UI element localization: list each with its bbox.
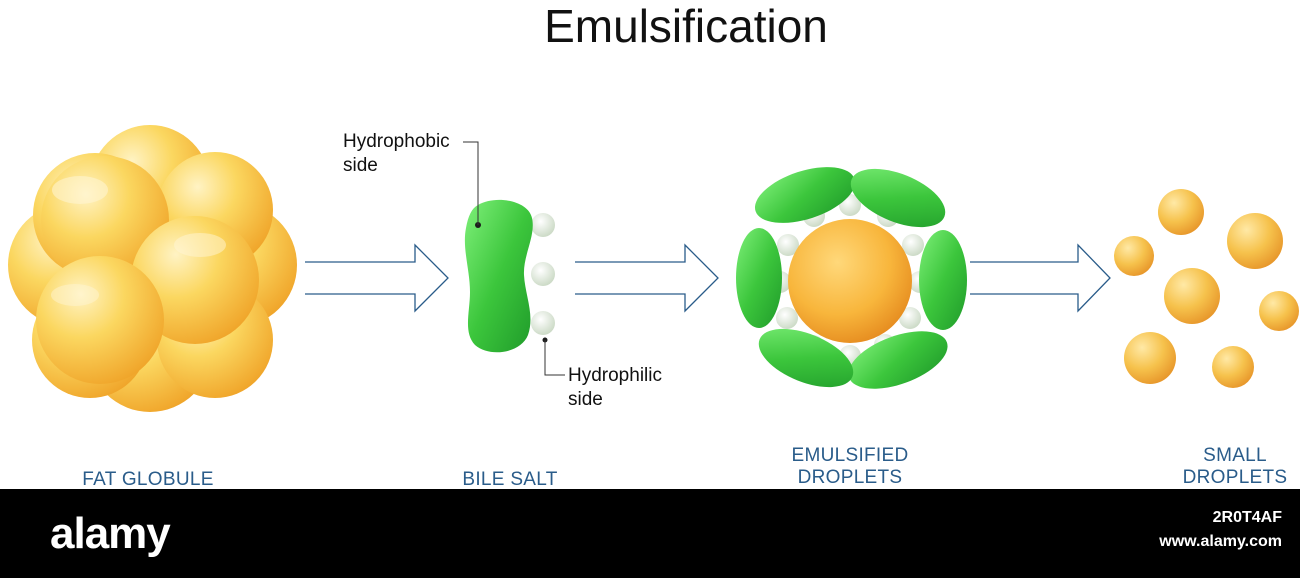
hydrophilic-leader	[544, 340, 565, 376]
emulsified-droplet	[736, 167, 967, 389]
diagram-illustration	[8, 125, 1299, 412]
hydrophobic-leader	[463, 141, 479, 225]
diagram-title: Emulsification	[544, 0, 828, 52]
fat-globule	[8, 125, 297, 412]
small-droplets	[1114, 189, 1299, 388]
image-id: 2R0T4AF	[1212, 509, 1282, 526]
caption-small-droplets: SMALL DROPLETS	[1182, 445, 1288, 488]
bile-salt-molecule	[464, 199, 555, 353]
hydrophilic-label: Hydrophilic side	[568, 365, 662, 410]
site-url: www.alamy.com	[1159, 533, 1282, 550]
bile-salt-ring	[736, 167, 967, 389]
watermark-footer: alamy 2R0T4AF www.alamy.com	[0, 489, 1300, 578]
hydrophobic-label: Hydrophobic side	[343, 131, 450, 176]
arrow-2	[575, 243, 719, 313]
arrow-1	[305, 243, 449, 313]
brand-logo: alamy	[50, 509, 171, 558]
caption-fat-globule: FAT GLOBULE	[82, 469, 214, 490]
caption-bile-salt: BILE SALT	[462, 469, 558, 490]
arrow-3	[970, 243, 1111, 313]
caption-emulsified-droplets: EMULSIFIED DROPLETS	[791, 445, 909, 488]
